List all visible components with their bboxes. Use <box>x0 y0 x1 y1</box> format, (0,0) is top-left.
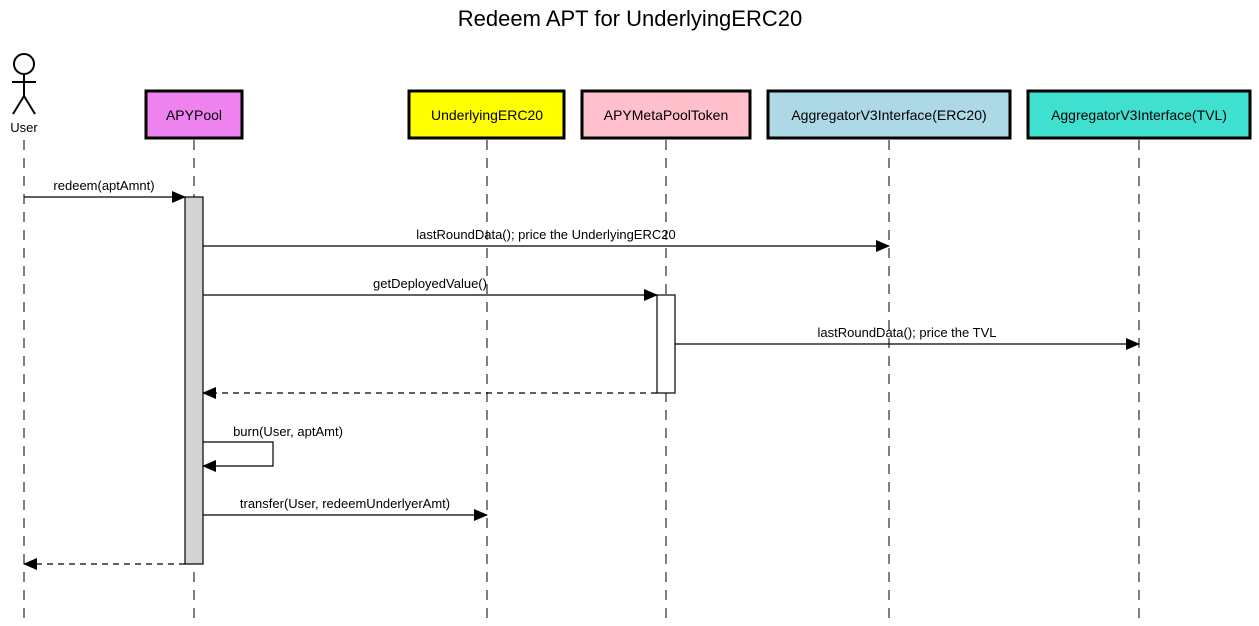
message-label: getDeployedValue() <box>373 276 487 291</box>
participant-apymetapooltoken: APYMetaPoolToken <box>580 89 752 140</box>
participant-underlyingerc20: UnderlyingERC20 <box>407 89 566 140</box>
message-lastrounddata-erc20: lastRoundData(); price the UnderlyingERC… <box>203 227 890 252</box>
participant-apypool: APYPool <box>144 89 244 140</box>
activation-bar-apypool <box>184 196 204 565</box>
self-call-arrow <box>202 441 274 472</box>
message-label: lastRoundData(); price the UnderlyingERC… <box>416 227 675 242</box>
participant-label: UnderlyingERC20 <box>431 107 543 123</box>
participant-box <box>580 89 752 140</box>
message-lastrounddata-tvl: lastRoundData(); price the TVL <box>675 325 1140 350</box>
activation-bar-apymetapooltoken <box>656 294 676 394</box>
participant-box <box>766 89 1012 140</box>
actor-label-user: User <box>10 120 38 135</box>
participant-label: AggregatorV3Interface(ERC20) <box>791 107 986 123</box>
message-getdeployedvalue: getDeployedValue() <box>203 276 658 301</box>
participant-aggregator-tvl: AggregatorV3Interface(TVL) <box>1026 89 1252 140</box>
participant-box <box>144 89 244 140</box>
message-label: transfer(User, redeemUnderlyerAmt) <box>240 496 450 511</box>
participant-label: APYMetaPoolToken <box>604 107 729 123</box>
message-label: burn(User, aptAmt) <box>233 424 343 439</box>
participant-aggregator-erc20: AggregatorV3Interface(ERC20) <box>766 89 1012 140</box>
message-burn: burn(User, aptAmt) <box>202 424 343 472</box>
message-transfer: transfer(User, redeemUnderlyerAmt) <box>203 496 488 521</box>
message-label: redeem(aptAmnt) <box>53 178 154 193</box>
participant-label: AggregatorV3Interface(TVL) <box>1051 107 1227 123</box>
diagram-title: Redeem APT for UnderlyingERC20 <box>458 6 802 31</box>
message-redeem: redeem(aptAmnt) <box>24 178 186 203</box>
participant-label: APYPool <box>166 107 222 123</box>
message-label: lastRoundData(); price the TVL <box>818 325 997 340</box>
participant-box <box>407 89 566 140</box>
stick-figure-icon <box>12 53 36 115</box>
participant-box <box>1026 89 1252 140</box>
